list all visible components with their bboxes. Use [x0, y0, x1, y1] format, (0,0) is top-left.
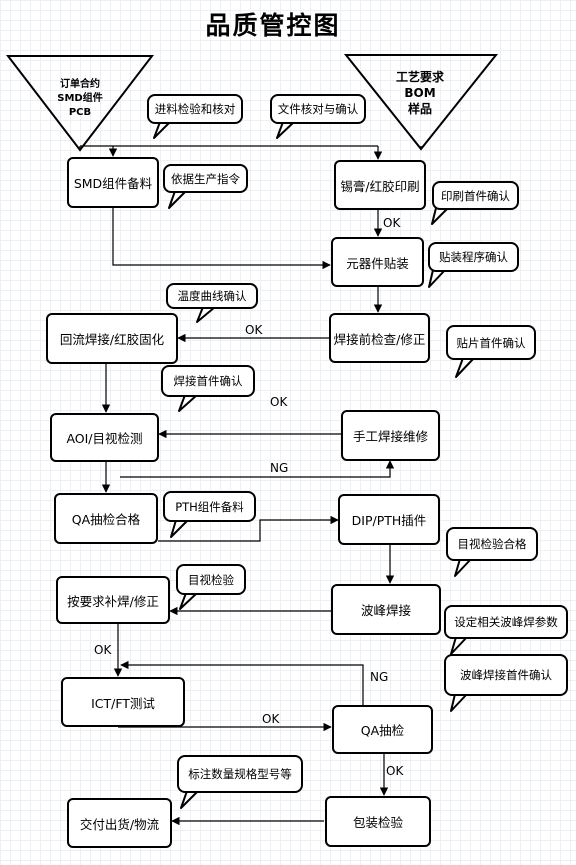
note-wave-params: 设定相关波峰焊参数	[444, 605, 568, 639]
node-wave-solder[interactable]: 波峰焊接	[331, 584, 441, 635]
node-qa-check[interactable]: QA抽检	[332, 705, 433, 754]
label-ok-print: OK	[383, 216, 401, 230]
node-pack-check[interactable]: 包装检验	[325, 796, 431, 847]
node-pre-weld-check[interactable]: 焊接前检查/修正	[329, 313, 430, 363]
source-triangle-left	[5, 55, 155, 152]
node-smd-prep[interactable]: SMD组件备料	[67, 157, 159, 208]
label-ok-rework: OK	[94, 643, 112, 657]
page-title: 品质管控图	[205, 11, 341, 40]
node-ict-ft[interactable]: ICT/FT测试	[61, 677, 185, 727]
label-ok-ict: OK	[262, 712, 280, 726]
connector-right-down	[378, 146, 422, 159]
note-label-specs: 标注数量规格型号等	[177, 755, 303, 793]
connector-qa-to-dip	[158, 515, 339, 542]
node-solder-print[interactable]: 锡膏/红胶印刷	[334, 160, 426, 210]
node-qa-sample[interactable]: QA抽检合格	[54, 493, 158, 544]
source-left-text: 订单合约 SMD组件 PCB	[57, 79, 103, 118]
node-reflow[interactable]: 回流焊接/红胶固化	[46, 313, 178, 364]
node-manual-weld[interactable]: 手工焊接维修	[341, 410, 440, 461]
note-temp-curve: 温度曲线确认	[166, 283, 258, 309]
note-doc-check: 文件核对与确认	[270, 94, 366, 124]
label-ng-aoi: NG	[270, 461, 289, 475]
note-visual-pass: 目视检验合格	[446, 527, 538, 561]
label-ok-preweld: OK	[245, 323, 263, 337]
note-weld-first: 焊接首件确认	[161, 365, 255, 397]
label-ok-manual: OK	[270, 395, 288, 409]
node-dip-pth[interactable]: DIP/PTH插件	[338, 494, 440, 545]
connector-smd-to-mount	[112, 208, 331, 270]
label-ok-qa: OK	[386, 764, 404, 778]
note-print-first: 印刷首件确认	[432, 181, 519, 210]
note-wave-first: 波峰焊接首件确认	[444, 654, 568, 696]
node-rework[interactable]: 按要求补焊/修正	[56, 576, 170, 624]
connector-top-horizontal	[79, 145, 378, 150]
node-delivery[interactable]: 交付出货/物流	[67, 798, 172, 848]
source-triangle-right	[343, 54, 499, 151]
note-per-instruction: 依据生产指令	[163, 164, 248, 193]
source-right-text: 工艺要求 BOM 样品	[395, 70, 444, 116]
label-ng-qa: NG	[370, 670, 389, 684]
node-component-mount[interactable]: 元器件贴装	[331, 237, 424, 287]
note-visual-check: 目视检验	[176, 564, 246, 595]
note-pth-prep: PTH组件备料	[163, 491, 256, 522]
connector-ng-loop	[120, 660, 364, 705]
node-aoi[interactable]: AOI/目视检测	[50, 413, 159, 462]
note-mount-first: 贴片首件确认	[446, 325, 536, 360]
connector-ng-to-manual	[120, 460, 395, 478]
note-mount-program: 贴装程序确认	[428, 242, 519, 272]
note-incoming-check: 进料检验和核对	[147, 94, 243, 124]
